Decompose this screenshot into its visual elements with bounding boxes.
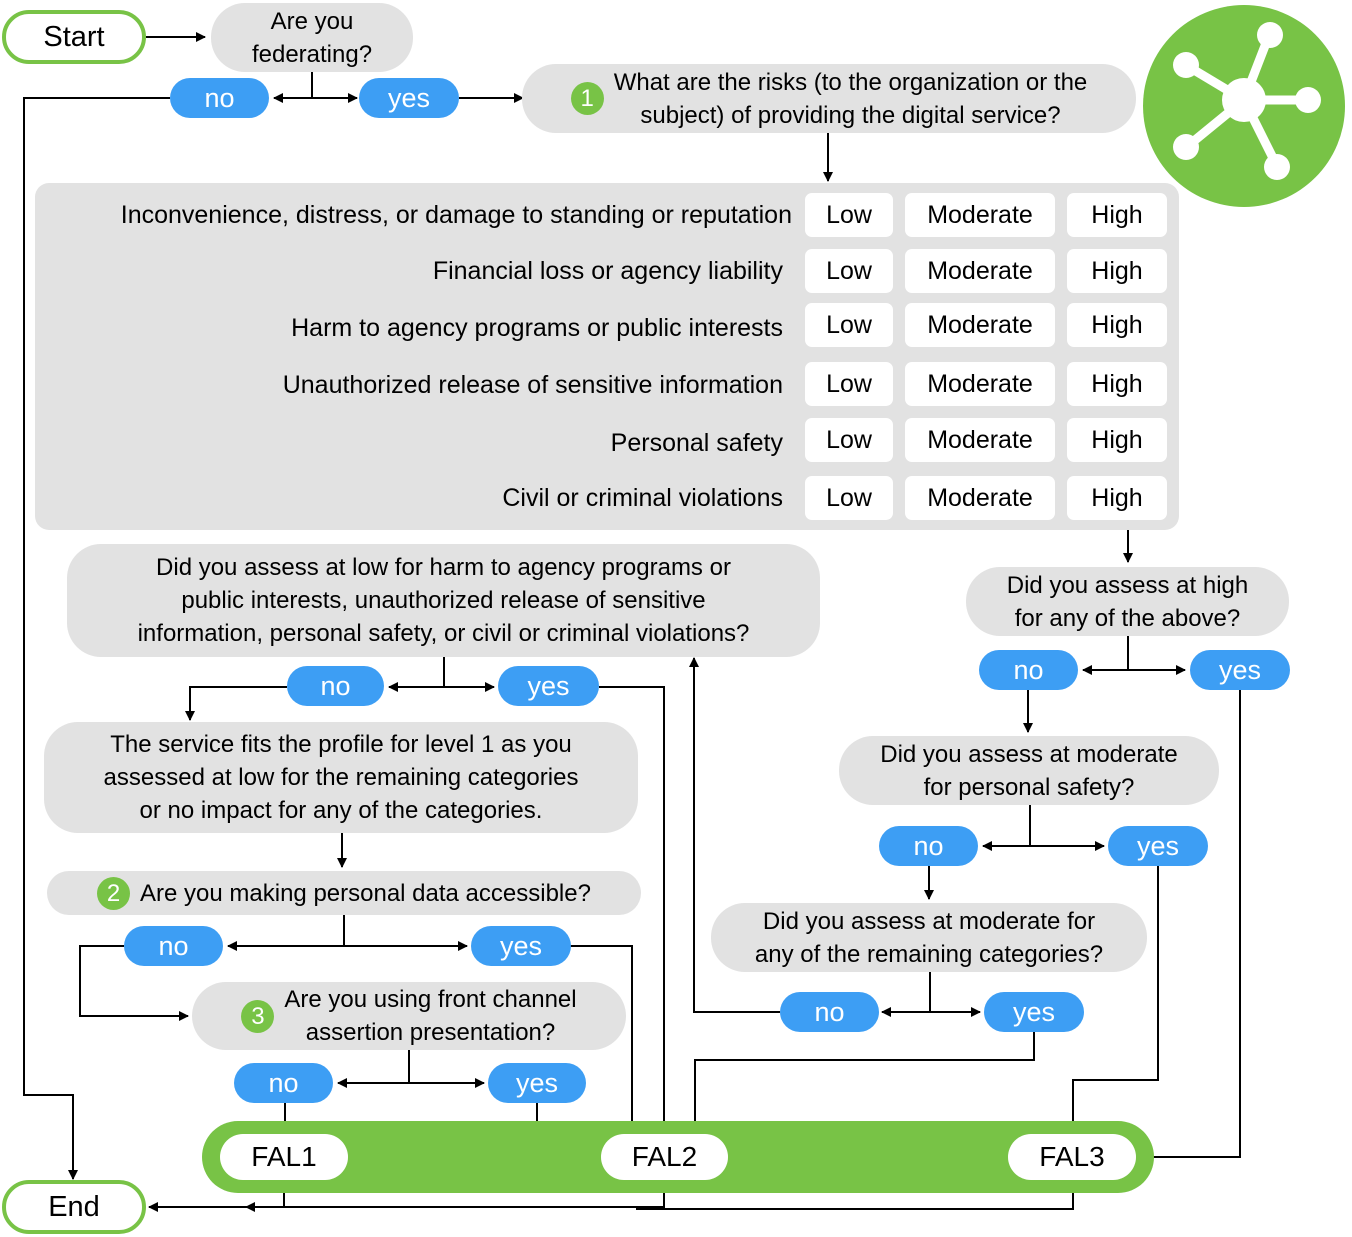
answer-label: yes <box>387 82 431 113</box>
answer-label: no <box>320 670 351 701</box>
fal1-node: FAL1 <box>220 1134 348 1180</box>
network-hub-icon <box>1173 22 1321 180</box>
question-line: assertion presentation? <box>305 1019 556 1046</box>
level-high: High <box>1067 418 1167 462</box>
level-high: High <box>1067 362 1167 406</box>
question-line: for any of the above? <box>1014 604 1241 632</box>
risk-assessment-panel <box>35 183 1179 530</box>
level-moderate: Moderate <box>905 418 1055 462</box>
question-text: Are you using front channel assertion pr… <box>284 983 576 1049</box>
federation-network-icon <box>1143 5 1345 207</box>
fits-level1-statement: The service fits the profile for level 1… <box>44 722 638 833</box>
fal2-node: FAL2 <box>601 1134 728 1180</box>
level-moderate: Moderate <box>905 249 1055 293</box>
front-channel-no: no <box>234 1063 333 1103</box>
question-moderate-safety: Did you assess at moderate for personal … <box>839 736 1219 805</box>
answer-label: yes <box>499 930 543 961</box>
level-moderate: Moderate <box>905 303 1055 347</box>
fal3-node: FAL3 <box>1008 1134 1136 1180</box>
question-risks: 1 What are the risks (to the organizatio… <box>522 64 1136 133</box>
question-line: information, personal safety, or civil o… <box>137 620 750 647</box>
mod-remaining-yes: yes <box>984 992 1084 1032</box>
front-channel-yes: yes <box>488 1063 586 1103</box>
level-moderate: Moderate <box>905 193 1055 237</box>
question-line: Did you assess at moderate for <box>762 907 1096 935</box>
federating-yes: yes <box>359 78 459 118</box>
question-line: What are the risks (to the organization … <box>613 68 1088 96</box>
answer-label: no <box>158 930 189 961</box>
federating-no: no <box>170 78 269 118</box>
answer-label: no <box>814 996 845 1027</box>
mod-safety-yes: yes <box>1108 826 1208 866</box>
high-no: no <box>979 650 1078 690</box>
question-line: Are you <box>270 7 354 35</box>
mod-remaining-no: no <box>780 992 879 1032</box>
step-number-badge: 1 <box>570 82 604 115</box>
question-high-assessment: Did you assess at high for any of the ab… <box>966 567 1289 636</box>
statement-line: The service fits the profile for level 1… <box>110 731 572 758</box>
statement-line: assessed at low for the remaining catego… <box>103 764 579 791</box>
question-line: any of the remaining categories? <box>754 940 1104 968</box>
category-label: Personal safety <box>610 428 783 457</box>
personal-data-yes: yes <box>471 926 571 966</box>
question-personal-data: 2 Are you making personal data accessibl… <box>47 871 641 915</box>
statement-line: or no impact for any of the categories. <box>139 797 543 824</box>
level-low: Low <box>805 362 893 406</box>
category-label: Harm to agency programs or public intere… <box>291 313 783 342</box>
start-label: Start <box>43 20 105 53</box>
mod-safety-no: no <box>879 826 978 866</box>
step-number-badge: 3 <box>241 999 275 1033</box>
answer-label: yes <box>1012 996 1056 1027</box>
answer-label: yes <box>1136 830 1180 861</box>
level-high: High <box>1067 193 1167 237</box>
category-label: Unauthorized release of sensitive inform… <box>282 370 783 399</box>
answer-label: yes <box>527 670 570 701</box>
level-high: High <box>1067 476 1167 520</box>
level-high: High <box>1067 303 1167 347</box>
question-line: subject) of providing the digital servic… <box>640 101 1061 129</box>
level-moderate: Moderate <box>905 476 1055 520</box>
question-low-assessment: Did you assess at low for harm to agency… <box>67 544 820 657</box>
question-line: Did you assess at high <box>1006 571 1249 599</box>
low-yes: yes <box>498 666 599 706</box>
answer-label: no <box>913 830 944 861</box>
question-line: public interests, unauthorized release o… <box>181 587 706 614</box>
question-line: for personal safety? <box>923 773 1135 801</box>
question-text: What are the risks (to the organization … <box>614 66 1088 132</box>
end-label: End <box>48 1190 100 1223</box>
start-node: Start <box>2 10 146 64</box>
answer-label: no <box>268 1067 299 1098</box>
answer-label: no <box>204 82 235 113</box>
question-federating: Are you federating? <box>211 3 413 72</box>
category-label: Inconvenience, distress, or damage to st… <box>120 200 792 229</box>
question-text: Are you making personal data accessible? <box>140 879 591 907</box>
level-low: Low <box>805 476 893 520</box>
level-low: Low <box>805 418 893 462</box>
question-line: Did you assess at moderate <box>880 740 1178 768</box>
category-label: Civil or criminal violations <box>502 483 783 512</box>
personal-data-no: no <box>124 926 223 966</box>
question-line: Are you using front channel <box>284 986 577 1013</box>
question-front-channel: 3 Are you using front channel assertion … <box>192 982 626 1050</box>
question-line: federating? <box>251 40 373 68</box>
question-moderate-remaining: Did you assess at moderate for any of th… <box>711 903 1147 972</box>
level-low: Low <box>805 303 893 347</box>
low-no: no <box>287 666 384 706</box>
answer-label: no <box>1013 654 1044 685</box>
level-low: Low <box>805 249 893 293</box>
level-moderate: Moderate <box>905 362 1055 406</box>
step-number-badge: 2 <box>97 876 131 910</box>
answer-label: yes <box>1218 654 1262 685</box>
level-high: High <box>1067 249 1167 293</box>
answer-label: yes <box>515 1067 559 1098</box>
end-node: End <box>2 1180 146 1234</box>
category-label: Financial loss or agency liability <box>432 256 783 285</box>
high-yes: yes <box>1190 650 1290 690</box>
level-low: Low <box>805 193 893 237</box>
question-line: Did you assess at low for harm to agency… <box>156 554 731 581</box>
